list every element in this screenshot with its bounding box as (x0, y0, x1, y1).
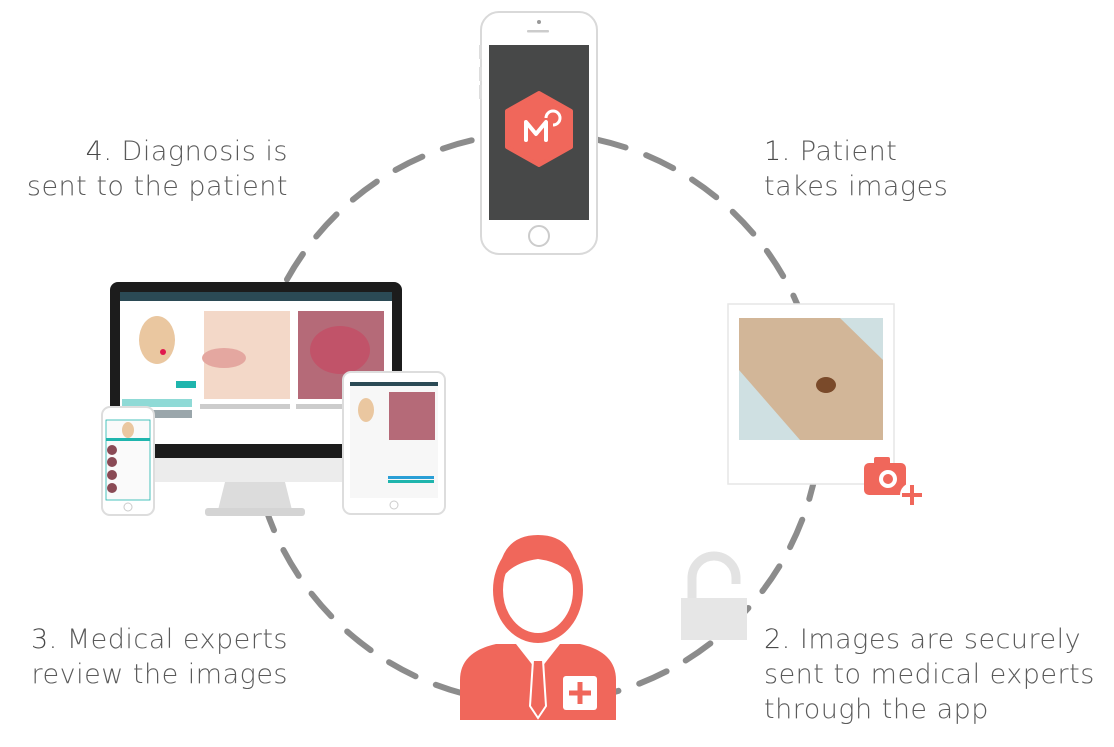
step-2-label: 2. Images are securely sent to medical e… (764, 622, 1095, 727)
step-3-label: 3. Medical experts review the images (31, 622, 288, 692)
step-text: Patient (799, 136, 898, 167)
step-text: sent to medical experts (764, 659, 1095, 690)
step-number: 1. (764, 136, 791, 167)
step-text: Images are securely (799, 624, 1082, 655)
doctor-icon (460, 535, 616, 720)
step-number: 2. (764, 624, 791, 655)
step-text: Diagnosis is (121, 136, 288, 167)
phone-device (479, 11, 598, 255)
step-text: through the app (764, 694, 989, 725)
phone-device-small (101, 406, 155, 516)
step-text: takes images (764, 171, 949, 202)
camera-plus-icon (864, 457, 924, 507)
step-4-label: 4. Diagnosis is sent to the patient (27, 134, 288, 204)
step-text: Medical experts (66, 624, 288, 655)
mole (816, 377, 836, 393)
app-logo-icon (505, 91, 573, 167)
step-text: sent to the patient (26, 171, 288, 202)
step-text: review the images (31, 659, 288, 690)
padlock-icon (681, 551, 747, 640)
skin-photo-polaroid (727, 303, 895, 485)
step-1-label: 1. Patient takes images (764, 134, 948, 204)
step-number: 3. (31, 624, 58, 655)
tablet-device (342, 371, 446, 515)
step-number: 4. (85, 136, 113, 167)
